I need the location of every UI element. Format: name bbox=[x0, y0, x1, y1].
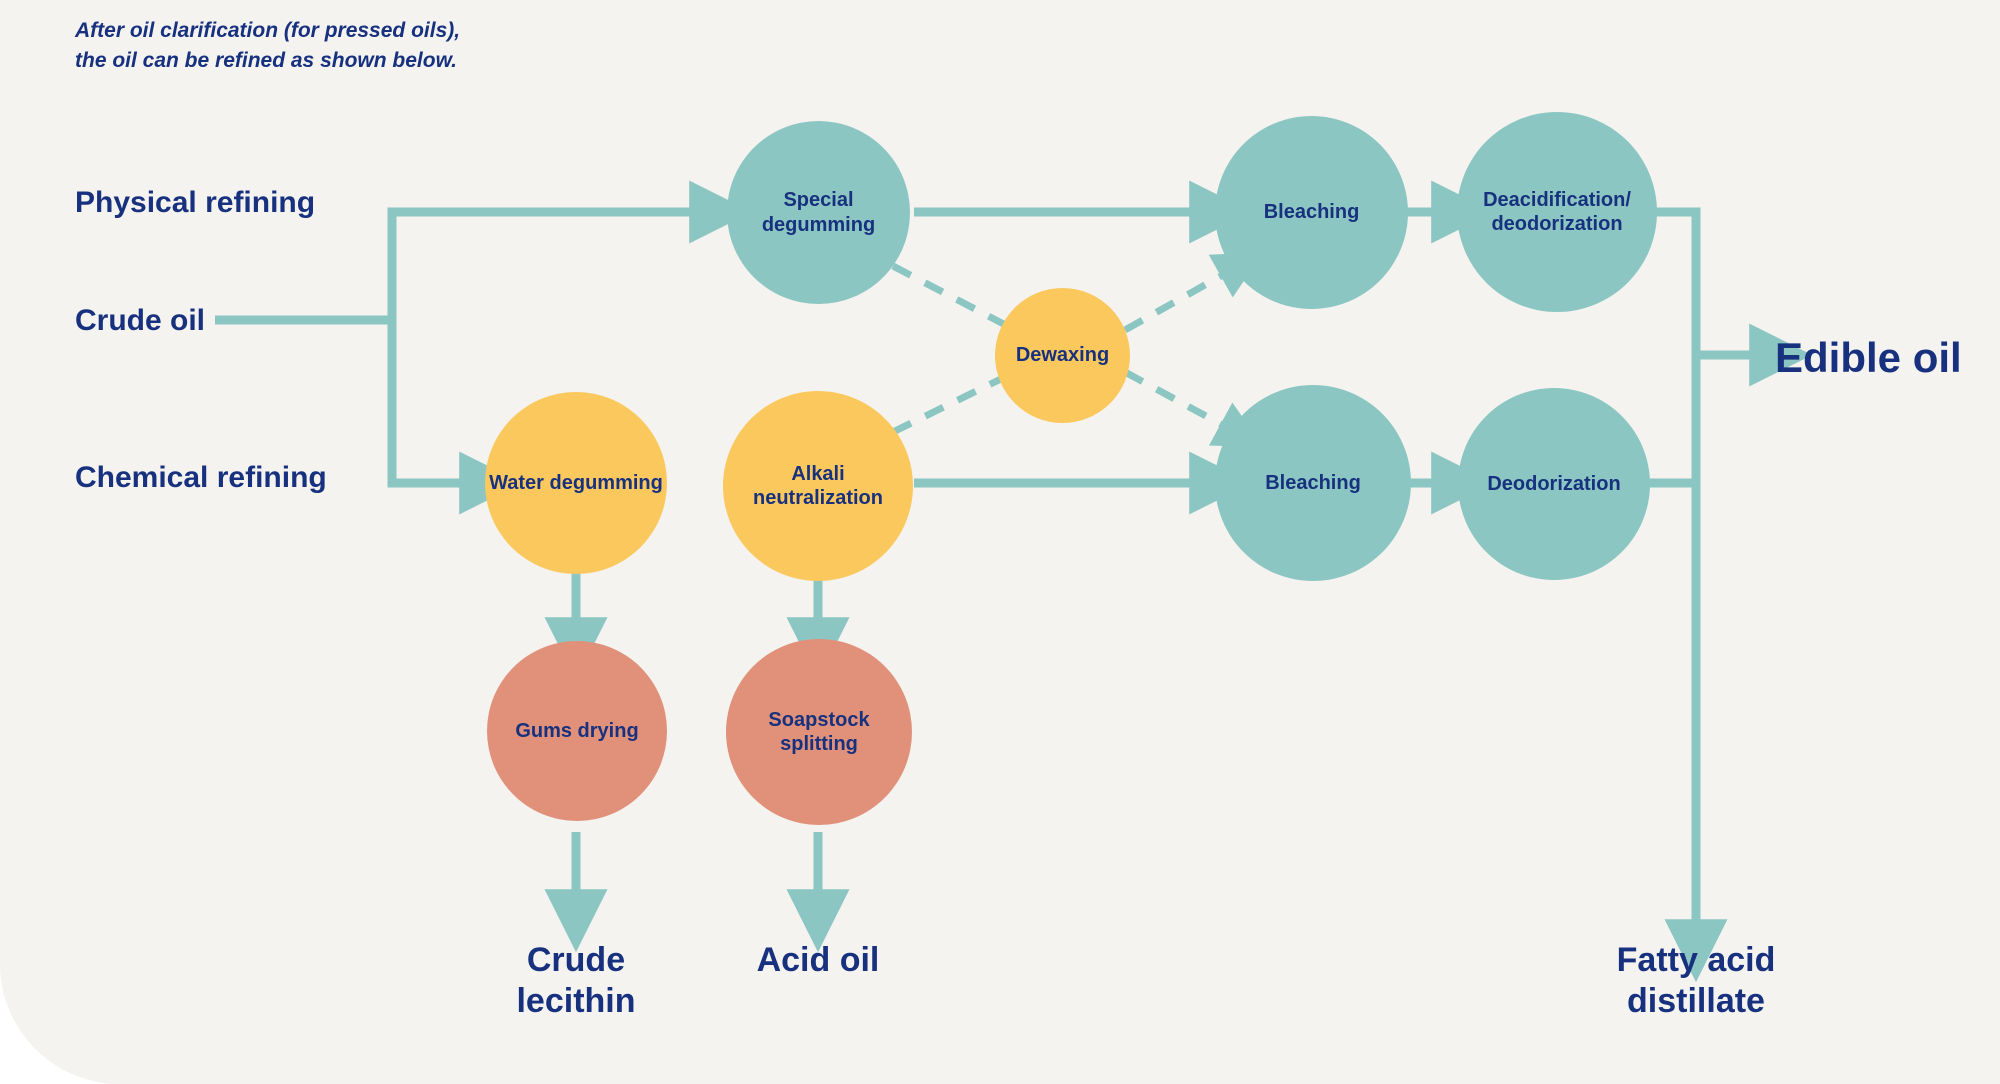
node-soapstock-splitting[interactable]: Soapstock splitting bbox=[726, 639, 912, 825]
node-deodorization[interactable]: Deodorization bbox=[1458, 388, 1650, 580]
edge-crude-to-water-degumming bbox=[387, 320, 523, 515]
node-bleaching-bottom[interactable]: Bleaching bbox=[1215, 385, 1411, 581]
label-chemical-refining: Chemical refining bbox=[75, 461, 327, 494]
node-water-degumming[interactable]: Water degumming bbox=[485, 392, 667, 574]
diagram-caption: After oil clarification (for pressed oil… bbox=[75, 19, 461, 73]
node-deacidification-deodorization[interactable]: Deacidification/ deodorization bbox=[1457, 112, 1657, 312]
label-crude-oil: Crude oil bbox=[75, 304, 206, 337]
edge-special-degumming-to-dewaxing-dashed bbox=[891, 262, 1017, 334]
edge-right-bus bbox=[1590, 207, 1728, 983]
edge-dewaxing-to-bleaching-bottom-dashed bbox=[1123, 368, 1264, 448]
edge-alkali-to-dewaxing-dashed bbox=[891, 368, 1017, 436]
node-dewaxing[interactable]: Dewaxing bbox=[995, 288, 1130, 423]
output-fatty-acid-distillate: Fatty acid distillate bbox=[1616, 941, 1776, 1021]
label-physical-refining: Physical refining bbox=[75, 186, 316, 219]
node-gums-drying[interactable]: Gums drying bbox=[487, 641, 667, 821]
node-bleaching-top[interactable]: Bleaching bbox=[1215, 116, 1408, 309]
node-alkali-neutralization[interactable]: Alkali neutralization bbox=[723, 391, 913, 581]
edge-crude-to-special-degumming bbox=[387, 180, 753, 320]
node-special-degumming[interactable]: Special degumming bbox=[727, 121, 910, 304]
output-crude-lecithin: Crude lecithin bbox=[516, 941, 636, 1021]
output-edible-oil: Edible oil bbox=[1775, 334, 1962, 381]
output-acid-oil: Acid oil bbox=[756, 941, 880, 979]
edge-dewaxing-to-bleaching-top-dashed bbox=[1123, 252, 1264, 334]
